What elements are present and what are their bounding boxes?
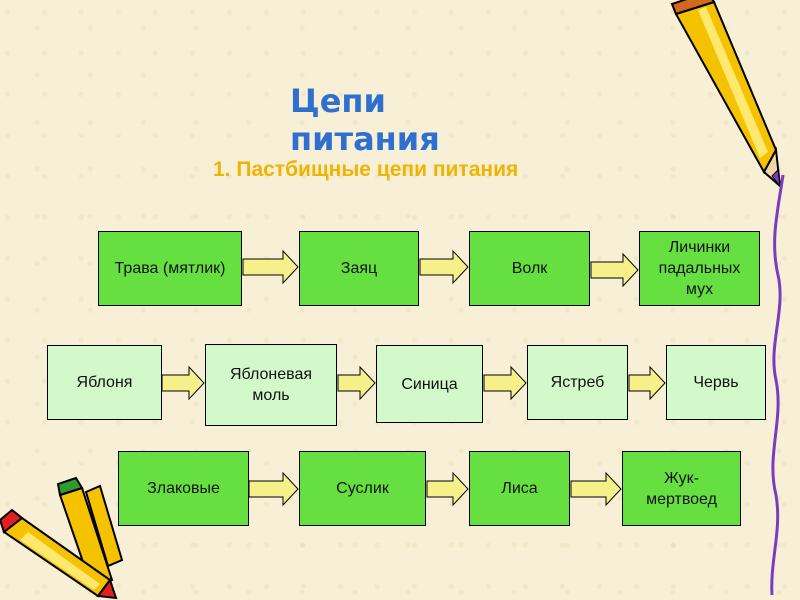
arrow-icon [337,365,376,401]
page-title: Цепи питания [290,82,440,158]
chain-box: Яблоня [47,345,162,420]
arrow-icon [426,471,469,507]
arrow-icon [419,249,469,285]
pencil-icon [670,0,782,189]
spiral-doodle [770,174,785,596]
chain-box: Волк [469,231,590,306]
section-subtitle: 1. Пастбищные цепи питания [213,158,519,181]
chain-box: Злаковые [118,451,249,526]
arrow-icon [242,249,299,285]
chain-box: Синица [376,345,483,423]
chain-box: Трава (мятлик) [98,231,242,306]
chain-box: Личинки падальных мух [639,231,760,306]
arrow-icon [161,365,205,401]
crayons-icon [0,476,124,600]
chain-box: Ястреб [527,345,628,420]
chain-box: Яблоневая моль [205,344,337,426]
chain-box: Червь [666,345,766,420]
arrow-icon [248,471,299,507]
arrow-icon [483,365,527,401]
chain-box: Заяц [299,231,419,306]
arrow-icon [590,252,639,288]
arrow-icon [628,365,666,401]
chain-box: Суслик [299,451,426,526]
chain-box: Лиса [469,451,570,526]
arrow-icon [570,471,622,507]
chain-box: Жук-мертвоед [622,451,741,526]
